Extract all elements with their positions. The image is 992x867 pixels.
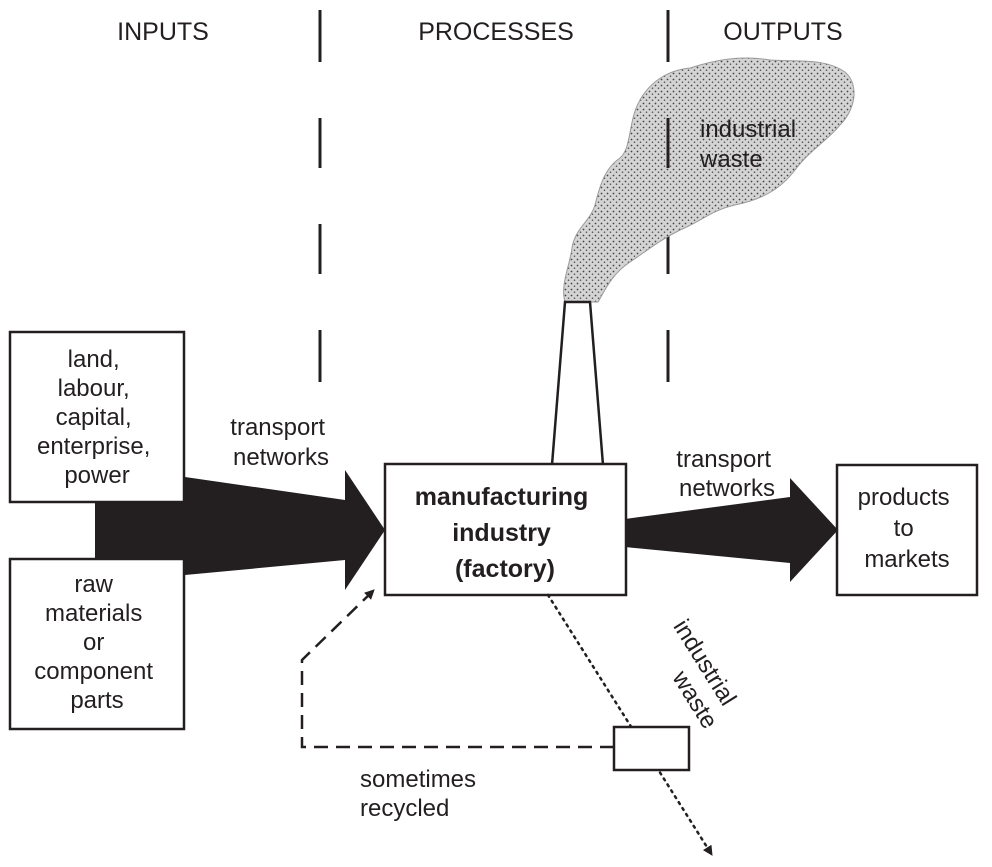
outputs-header: OUTPUTS [723,18,842,46]
transport-networks-right: transport networks [676,446,777,502]
recycle-label: sometimes recycled [360,766,483,822]
output-arrow [625,478,838,582]
waste-dotted-arrow [546,593,714,857]
recycle-dashed-arrow [300,589,614,749]
smoke-waste-label-line2: waste [699,146,763,173]
smoke-waste-label-line1: industrial [700,116,796,143]
factory-box-text: manufacturing industry (factory) [415,483,596,583]
products-box [835,463,979,597]
inputs-box-factors [8,330,186,504]
waste-container-box [612,725,691,772]
processes-header: PROCESSES [418,18,574,46]
transport-networks-left: transport networks [230,414,331,471]
products-box-text: products to markets [858,484,957,573]
inputs-box-materials-text: raw materials or component parts [34,571,159,714]
factory-box [383,462,628,597]
inputs-box-factors-text: land, labour, capital, enterprise, power [37,346,157,489]
inputs-box-materials [8,557,186,731]
smoke-cloud [563,57,855,303]
factory-chimney [550,300,605,466]
inputs-header: INPUTS [117,18,209,46]
diagonal-waste-label: industrial waste [666,615,741,734]
